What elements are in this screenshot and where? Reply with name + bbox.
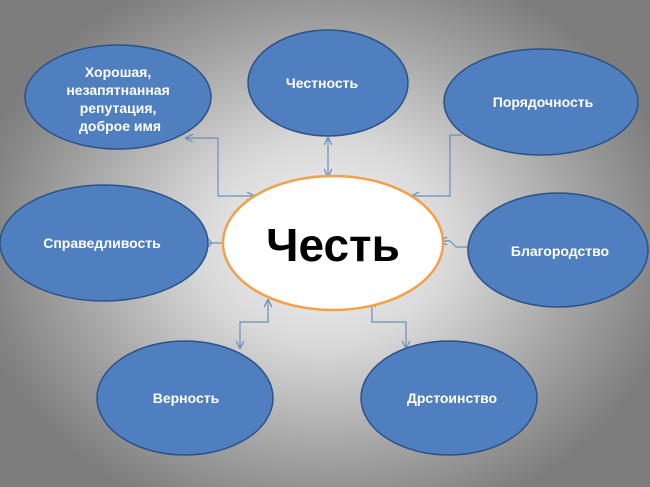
node-reputation-line-2: незапятнанная bbox=[66, 82, 169, 98]
node-reputation-line-1: Хорошая, bbox=[85, 64, 151, 80]
node-decency-ellipse bbox=[443, 48, 639, 156]
node-reputation-line-4: доброе имя bbox=[79, 118, 161, 134]
connector-nobility bbox=[440, 241, 468, 248]
node-loyalty: Верность bbox=[96, 340, 274, 456]
node-dignity-label: Дрстоинство bbox=[407, 390, 497, 406]
connector-loyalty bbox=[240, 300, 268, 348]
node-justice-label: Справедливость bbox=[43, 235, 161, 251]
node-honesty-label: Честность bbox=[286, 75, 359, 91]
center-label: Честь bbox=[266, 219, 400, 271]
connector-reputation bbox=[186, 138, 254, 196]
node-honesty-ellipse bbox=[247, 29, 409, 137]
node-loyalty-label: Верность bbox=[153, 390, 220, 406]
node-nobility: Благородство bbox=[467, 192, 649, 308]
node-reputation-label: Хорошая, незапятнанная репутация, доброе… bbox=[66, 64, 173, 134]
node-decency-label: Порядочность bbox=[493, 94, 594, 110]
node-reputation-line-3: репутация, bbox=[80, 100, 157, 116]
node-dignity-ellipse bbox=[360, 340, 538, 456]
center-node: Честь bbox=[221, 174, 445, 312]
connector-dignity bbox=[372, 300, 406, 348]
node-justice-ellipse bbox=[0, 184, 209, 302]
node-nobility-label: Благородство bbox=[511, 243, 609, 259]
connector-decency bbox=[412, 134, 462, 196]
node-loyalty-ellipse bbox=[96, 340, 274, 456]
center-ellipse bbox=[221, 174, 445, 312]
connectors bbox=[186, 135, 468, 348]
node-reputation-ellipse bbox=[24, 44, 212, 150]
node-honesty: Честность bbox=[247, 29, 409, 137]
node-dignity: Дрстоинство bbox=[360, 340, 538, 456]
node-nobility-ellipse bbox=[467, 192, 649, 308]
node-decency: Порядочность bbox=[443, 48, 639, 156]
node-reputation: Хорошая, незапятнанная репутация, доброе… bbox=[24, 44, 212, 150]
node-justice: Справедливость bbox=[0, 184, 209, 302]
